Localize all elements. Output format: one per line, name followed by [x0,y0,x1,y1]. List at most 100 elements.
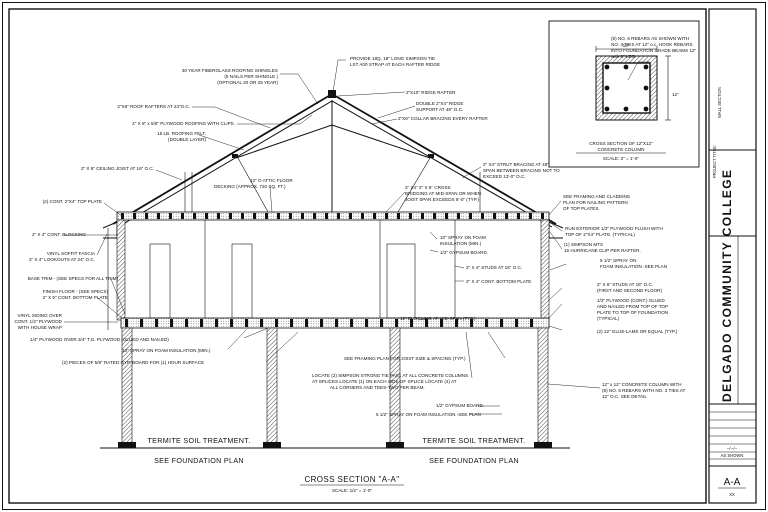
section-title: CROSS SECTION "A-A" [304,475,399,484]
label-bridging: 2" X4" 2" X 6" CROSS [405,185,451,190]
column-note-2: NO. 3 TIES AT 12" o.c. HOOK REBARS [611,42,693,47]
label-strong-tie-3: ALL CORNERS AND TEES-TWO PER BEAM. [330,385,425,390]
label-shingles: 30 YEAR FIBERGLASS ROOFING SHINGLES [182,68,278,73]
column-tie [602,62,651,114]
title-block-frame [708,8,757,504]
label-vinyl-siding-2: CONT. 1/2" PLYWOOD [15,319,63,324]
label-strap-2: LST A00 STRAP AT EACH RAFTER RIDGE [350,62,440,67]
label-shingles-2: (5 NAILS PER SHINGLE ) [224,74,278,79]
label-strong-tie-2: AT SPLICES LOCATE (1) ON EACH SIDE OF SP… [312,379,457,384]
column-note-4: with 8" LEG. [611,54,636,59]
column-note-leader [627,61,650,81]
column-note-3: INTO FOUNDATION GRADE BEAMS 12" [611,48,697,53]
label-blocking-mid: 12" BLOCKING AT MID-SPAN (TYP.) [400,316,476,321]
column-detail-title-1: CROSS SECTION OF 12"X12" [589,141,653,146]
annotation-labels: PROVIDE 18Q, 18" LONG SIMPSON TIE LST A0… [15,56,686,493]
floor-joist-marks [125,319,533,327]
strut-right [397,157,431,213]
label-strut: 2" X4" STRUT BRACING AT 48" O.C. [483,162,560,167]
label-felt: 15 LB. ROOFING FELT. [157,131,206,136]
label-top-plate: (2) CONT. 2"X4" TOP PLATE [43,199,102,204]
attic-floor-band [116,211,550,221]
footing-right [534,442,552,448]
column-right [537,327,549,447]
label-strut-3: EXCEED 13'-0" O.C. [483,174,526,179]
label-foam-floor: 10" SPRAY ON FOAM INSULATION (MIN.) [122,348,211,353]
collar-brace-right [331,124,431,159]
label-ceiling-joist: 2" X 6" CEILING JOIST AT 16" O.C. [81,166,154,171]
sheet-sub: XX [729,492,735,497]
project-label: PROJECT TITLE: [712,145,717,178]
strut-block-right [428,154,434,158]
column-detail: 12" 12" (8) NO. 6 REBARS AS SHOWN WITH N… [548,20,700,168]
ridge-cap [328,90,336,98]
label-framing-plan: SEE FRAMING PLAN FOR JOIST SIZE & SPACIN… [344,356,466,361]
column-detail-scale: SCALE: 3" = 1'-0" [603,156,640,161]
label-foam-attic: 10" SPRAY ON FOAM [440,235,486,240]
attic-joist-marks [121,213,544,219]
label-concrete-column-2: (8) NO. 6 REBARS WITH NO. 3 TIES AT [602,388,685,393]
label-strap: PROVIDE 18Q, 18" LONG SIMPSON TIE [350,56,435,61]
footing-mid-left [263,442,281,448]
label-concrete-column: 12" x 12" CONCRETE COLUMN WITH [602,382,682,387]
column-left [121,327,133,447]
second-floor-wall-right [540,219,550,321]
column-dim-top-label: 12" [623,43,630,48]
label-strong-tie: LOCATE (2) SIMPSON STRONG TIE PAS1 AT AL… [312,373,468,378]
label-termite-right: TERMITE SOIL TREATMENT. [422,436,525,445]
label-blocking: 2" X 4" CONT. BLOCKING [32,232,86,237]
label-framing-cladding-3: OF TOP PLATES. [563,206,600,211]
label-studs-2x4: 2" X 4" STUDS AT 16" O.C. [466,265,522,270]
column-dim-side-label: 12" [672,92,679,97]
label-plywood-cont-4: (TYPICAL) [597,316,620,321]
section-scale: SCALE: 1/2" = 1'-0" [332,488,372,493]
second-floor-wall-left [116,219,126,321]
scale-value: AS SHOWN [721,453,744,458]
label-plywood-cont-3: PLATE TO TOP OF FOUNDATION [597,310,668,315]
title-block: WALL SECTION PROJECT TITLE: DELGADO COMM… [708,8,757,504]
label-hurricane-clip: (1) SIMPSON MTS [564,242,603,247]
label-termite-left: TERMITE SOIL TREATMENT. [147,436,250,445]
label-gyp-lower: 1/2" GYPSUM BOARD. [436,403,484,408]
column-mid-left [266,327,278,447]
strut-left [237,157,269,213]
strut-block-left [232,154,238,158]
label-attic-floor: 12" O ATTIC FLOOR [250,178,293,183]
column-rebars [604,64,649,112]
label-spray-wall: 5 1/2" SPRAY ON [600,258,636,263]
label-collar-brace: 2"X6" COLLAR BRACING EVERY RAFTER [398,116,488,121]
label-lookouts: 2" X 4" LOOKOUTS AT 24" O.C. [29,257,95,262]
label-roof-rafters: 2"X6" ROOF RAFTERS AT 24"O.C. [117,104,190,109]
label-bottom-plate-2x6: 2" X 6" CONT. BOTTOM PLATE [43,295,108,300]
label-shingles-3: (OPTIONAL 20 OR 25 YEAR) [217,80,278,85]
label-plywood-cont-2: AND NAILED FROM TOP OF TOP [597,304,668,309]
label-gyp-upper: 1/2" GYPSUM BOARD. [440,250,488,255]
label-framing-cladding-2: PLAN FOR NAILING PATTERN [563,200,628,205]
label-vinyl-siding-3: WITH HOUSE WRAP [18,325,62,330]
collar-brace-left [235,124,333,159]
label-plywood-cont: 1/2" PLYWOOD (CONT.) GLUED [597,298,665,303]
label-concrete-column-3: 12" O.C. SEE DETAIL [602,394,647,399]
label-finish-floor: FINISH FLOOR - (SEE SPECS) [43,289,109,294]
label-subfloor: 1/4" PLYWOOD OVER 3/4" T.G. PLYWOOD (GLU… [30,337,169,342]
label-spray-wall-2: FOAM INSULATION -SEE PLAN [600,264,667,269]
label-framing-cladding: SEE FRAMING AND CLADDING [563,194,631,199]
label-ext-plywood: RUN EXTERIOR 1/2" PLYWOOD FLUSH WITH [565,226,663,231]
title-block-detail-rows [709,411,756,460]
label-ridge-rafter: 2"X10" RIDGE RAFTER [406,90,456,95]
column-note-1: (8) NO. 6 REBARS AS SHOWN WITH [611,36,689,41]
label-glue-lams: (2) 12" GLUE-LAMS OR EQUAL (TYP.) [597,329,678,334]
label-felt-2: (DOUBLE LAYER) [168,137,206,142]
sheet-number: A-A [724,477,741,488]
label-ridge-support: DOUBLE 2"X4" RIDGE [416,101,463,106]
sheet-label: WALL SECTION [717,87,722,118]
label-hurricane-clip-2: 16 HURRICANE CLIP PER RAFTER. [564,248,641,253]
label-gyp-rated: (2) PIECES OF 5/8" RATED GYP. BOARD FOR … [62,360,204,365]
label-soffit: VINYL SOFFIT FASCIA [47,251,96,256]
label-foundation-left: SEE FOUNDATION PLAN [154,456,244,465]
date-value: --/--/-- [727,446,738,451]
label-plywood-roof: 4" X 8" x 5/8" PLYWOOD ROOFING WITH CLIP… [132,121,235,126]
footing-mid-right [386,442,404,448]
college-name: DELGADO COMMUNITY COLLEGE [720,169,734,402]
